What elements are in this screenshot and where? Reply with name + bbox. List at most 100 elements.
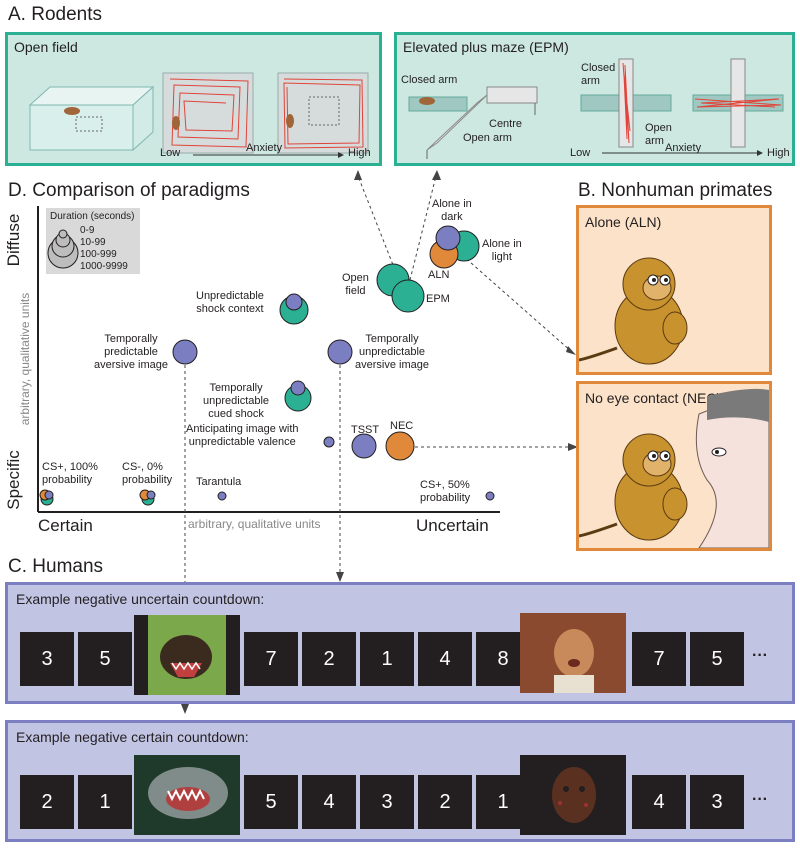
aversive-image-sick-child xyxy=(520,755,626,835)
certain-countdown-panel: Example negative certain countdown: 2 1 … xyxy=(5,720,795,842)
uncertain-digit: 2 xyxy=(302,632,356,686)
epm-trace-low xyxy=(580,58,672,148)
y-axis-bottom-label: Specific xyxy=(4,450,23,510)
label-cs100: CS+, 100% probability xyxy=(42,461,98,486)
cs100-purple xyxy=(44,490,54,500)
uncertain-digit: 5 xyxy=(78,632,132,686)
epm-low: Low xyxy=(570,147,591,159)
open-field-arena xyxy=(28,85,155,152)
certain-digit: 4 xyxy=(632,775,686,829)
label-tarantula: Tarantula xyxy=(196,476,242,488)
paradigm-circles xyxy=(39,225,495,506)
epm-circle xyxy=(391,279,425,313)
open-field-trace-high xyxy=(277,72,369,154)
certain-digit: 5 xyxy=(244,775,298,829)
certain-digit: 2 xyxy=(418,775,472,829)
uncertain-countdown-panel: Example negative uncertain countdown: 3 … xyxy=(5,582,795,704)
shark-photo-placeholder xyxy=(134,755,240,835)
epm-high: High xyxy=(767,147,790,159)
epm-centre-label: Centre xyxy=(489,118,523,130)
open-field-title: Open field xyxy=(14,39,78,55)
uncertain-digit: 4 xyxy=(418,632,472,686)
uncertain-digit: 3 xyxy=(20,632,74,686)
label-alone-dark: Alone in dark xyxy=(432,198,472,223)
section-title-primates: B. Nonhuman primates xyxy=(578,180,773,201)
x-axis-mid-label: arbitrary, qualitative units xyxy=(188,517,321,531)
epm-3d-maze xyxy=(408,86,538,159)
certain-digit: 3 xyxy=(360,775,414,829)
epm-open-arm-label: Open arm xyxy=(463,132,512,144)
epm-illustration xyxy=(408,58,784,159)
aversive-image-dog xyxy=(134,615,240,695)
section-title-comparison: D. Comparison of paradigms xyxy=(8,180,250,201)
temp-unpred-shock-purple xyxy=(290,380,306,396)
alone-panel: Alone (ALN) xyxy=(576,205,772,375)
tarantula-circle xyxy=(217,491,227,501)
section-title-humans: C. Humans xyxy=(8,556,104,577)
aversive-image-crying-child xyxy=(520,613,626,693)
certain-digit: 1 xyxy=(78,775,132,829)
uncertain-countdown-title: Example negative uncertain countdown: xyxy=(16,591,265,607)
open-field-high: High xyxy=(348,147,371,159)
aversive-image-shark xyxy=(134,755,240,835)
monkey-nec-illustration xyxy=(579,388,769,548)
certain-countdown-title: Example negative certain countdown: xyxy=(16,729,249,745)
epm-panel: Elevated plus maze (EPM) Closed arm Cent… xyxy=(394,32,795,166)
open-field-illustration xyxy=(28,72,369,158)
temp-pred-circle xyxy=(172,339,198,365)
section-title-rodents: A. Rodents xyxy=(8,4,102,25)
open-field-low: Low xyxy=(160,147,181,159)
label-cs50: CS+, 50% probability xyxy=(420,479,471,504)
certain-digit: 3 xyxy=(690,775,744,829)
alone-dark-circle xyxy=(435,225,461,251)
uncertain-digit: 7 xyxy=(632,632,686,686)
duration-legend-circles xyxy=(47,229,79,269)
label-shock-context: Unpredictable shock context xyxy=(196,290,264,315)
open-field-panel: Open field Low Anxiety High xyxy=(5,32,382,166)
label-alone-light: Alone in light xyxy=(482,238,522,263)
certain-ellipsis: ··· xyxy=(752,791,768,808)
label-epm: EPM xyxy=(426,293,450,305)
epm-title: Elevated plus maze (EPM) xyxy=(403,39,569,55)
nec-panel: No eye contact (NEC) xyxy=(576,381,772,551)
label-tsst: TSST xyxy=(351,424,380,436)
legend-title: Duration (seconds) xyxy=(50,211,135,222)
uncertain-digit: 5 xyxy=(690,632,744,686)
nec-panel-title: No eye contact (NEC) xyxy=(585,390,722,406)
tsst-circle xyxy=(351,433,377,459)
epm-closed-arm-top-label: Closed arm xyxy=(581,62,616,87)
epm-closed-arm-label: Closed arm xyxy=(401,74,458,86)
anticipating-circle xyxy=(323,436,335,448)
label-anticipating: Anticipating image with unpredictable va… xyxy=(186,423,299,448)
cs0-purple xyxy=(146,490,156,500)
label-cs0: CS-, 0% probability xyxy=(122,461,173,486)
connector-arrowheads xyxy=(181,170,578,714)
cs50-circle xyxy=(485,491,495,501)
connector-lines xyxy=(184,175,573,710)
label-temp-unpred-shock: Temporally unpredictable cued shock xyxy=(203,382,270,420)
label-nec: NEC xyxy=(390,420,414,432)
uncertain-digit: 7 xyxy=(244,632,298,686)
label-open-field: Open field xyxy=(342,272,369,297)
crying-child-photo-placeholder xyxy=(520,613,626,693)
open-field-trace-low xyxy=(162,72,254,154)
open-field-anxiety: Anxiety xyxy=(246,142,283,154)
shock-context-purple xyxy=(285,293,303,311)
uncertain-digit: 1 xyxy=(360,632,414,686)
legend-item-2: 100-999 xyxy=(80,249,117,260)
alone-panel-title: Alone (ALN) xyxy=(585,214,662,230)
legend-item-1: 10-99 xyxy=(80,237,106,248)
uncertain-ellipsis: ··· xyxy=(752,647,768,664)
label-temp-pred: Temporally predictable aversive image xyxy=(94,333,168,371)
temp-unpred-image-circle xyxy=(327,339,353,365)
x-axis-left-label: Certain xyxy=(38,516,93,535)
certain-digit: 4 xyxy=(302,775,356,829)
y-axis-top-label: Diffuse xyxy=(4,213,23,267)
dog-photo-placeholder xyxy=(148,615,226,695)
epm-open-arm-top-label: Open arm xyxy=(645,122,672,147)
sick-child-photo-placeholder xyxy=(520,755,626,835)
certain-digit: 2 xyxy=(20,775,74,829)
x-axis-right-label: Uncertain xyxy=(416,516,489,535)
label-aln: ALN xyxy=(428,269,450,281)
